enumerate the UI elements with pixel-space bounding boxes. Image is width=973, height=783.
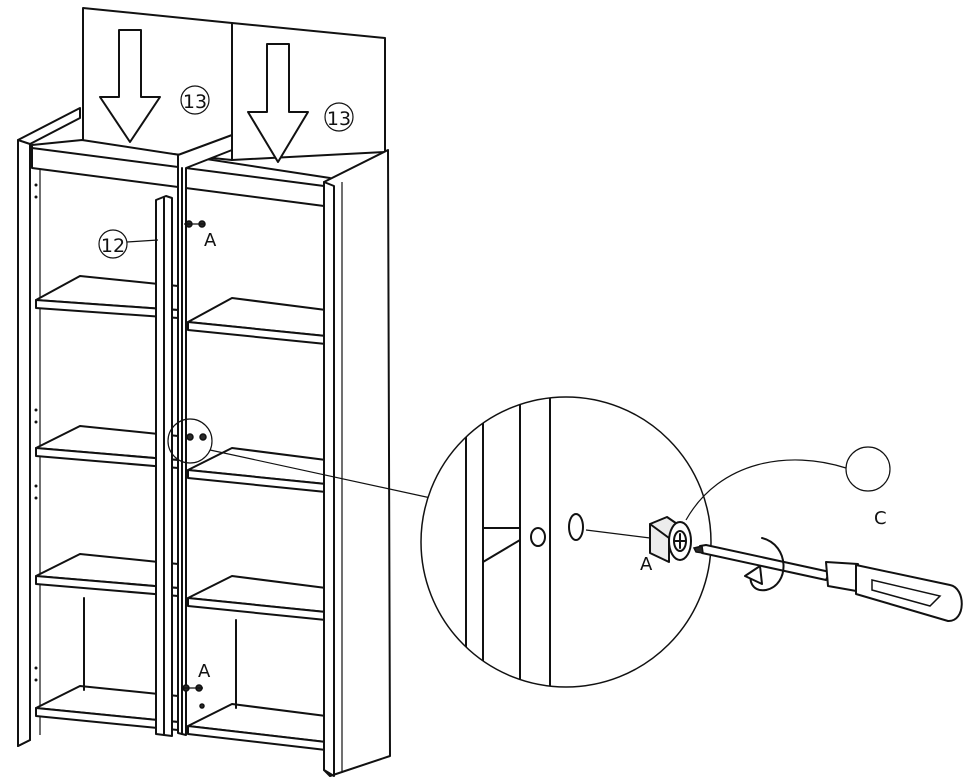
cam-fitting-bottom	[181, 684, 205, 709]
cover-cap-c	[685, 446, 891, 521]
detail-magnifier-icon	[167, 418, 213, 464]
callout-leader-line	[209, 449, 441, 501]
back-panel-right	[231, 22, 386, 161]
bottom-plinth	[83, 597, 237, 709]
part-label-13-right: 13	[324, 102, 354, 132]
fitting-label-a-detail: A	[640, 554, 653, 575]
down-arrow-icon	[247, 43, 309, 163]
right-side-panel	[323, 149, 391, 777]
part-number-text: 13	[183, 91, 207, 113]
screwdriver-icon	[692, 544, 963, 623]
cam-fitting-top	[184, 220, 206, 228]
detail-view	[420, 396, 712, 688]
back-panel-left	[82, 7, 233, 161]
cam-fitting-middle	[167, 418, 213, 464]
shelves-left	[35, 275, 179, 731]
fitting-label-a-bottom: A	[198, 661, 211, 682]
part-number-text: 13	[327, 108, 351, 130]
front-divider-12	[155, 195, 173, 737]
clockwise-rotation-icon	[744, 537, 785, 592]
cam-fitting-detail	[649, 516, 692, 563]
part-number-text: 12	[101, 235, 125, 257]
part-label-13-left: 13	[180, 85, 210, 115]
fitting-label-a-top: A	[204, 230, 217, 251]
left-side-panel	[17, 107, 81, 747]
down-arrow-icon	[99, 29, 161, 143]
part-label-12: 12	[98, 229, 159, 259]
cap-label-c: C	[874, 508, 887, 529]
middle-divider-back	[177, 134, 233, 736]
